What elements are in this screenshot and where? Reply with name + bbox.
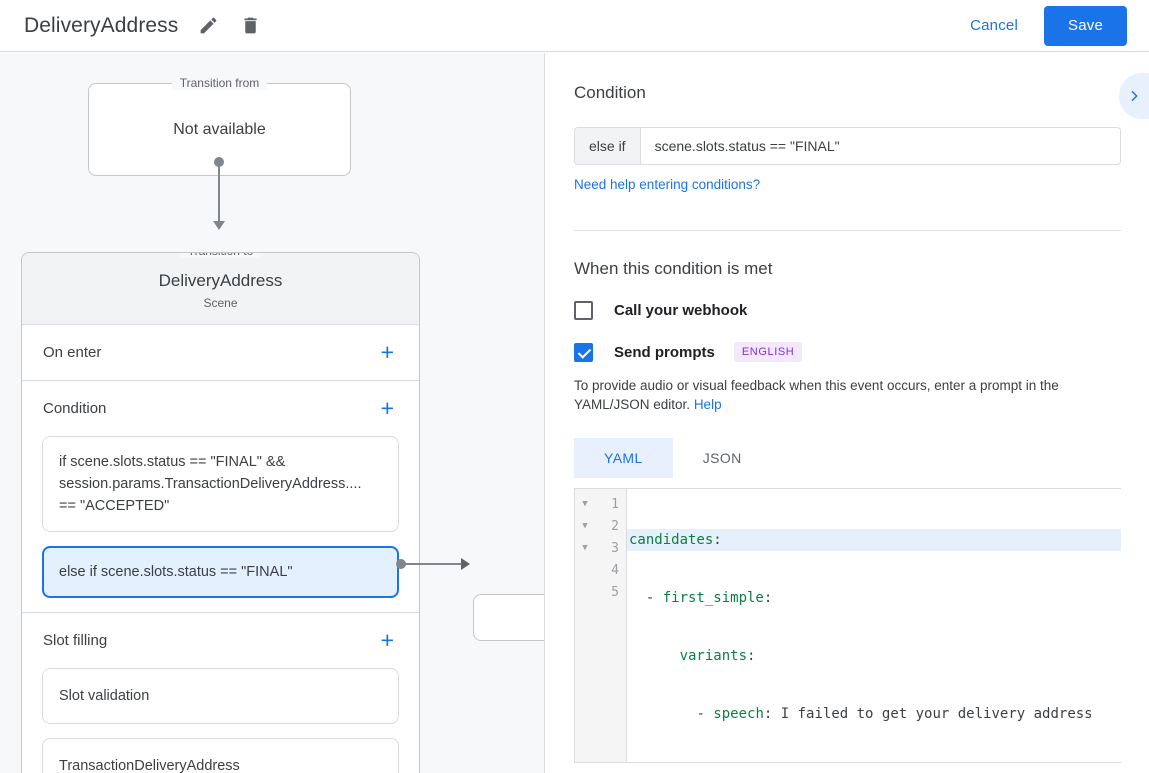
detail-panel: Condition else if Need help entering con… [546, 53, 1149, 773]
condition-card-selected[interactable]: else if scene.slots.status == "FINAL" [42, 546, 399, 598]
graph-panel: Transition from Not available Transition… [0, 53, 545, 773]
slot-card-transaction-delivery-address[interactable]: TransactionDeliveryAddress [42, 738, 399, 773]
condition-detail-section: Condition else if Need help entering con… [546, 53, 1149, 231]
save-button[interactable]: Save [1044, 5, 1127, 46]
section-condition: Condition + if scene.slots.status == "FI… [22, 381, 419, 613]
code-indent [629, 590, 646, 606]
call-webhook-label: Call your webhook [614, 302, 748, 319]
code-value: I failed to get your delivery address [772, 706, 1093, 722]
slot-validation-card[interactable]: Slot validation [42, 668, 399, 724]
section-divider [574, 230, 1121, 231]
code-line: candidates: [627, 529, 1121, 551]
add-condition-button[interactable]: + [380, 395, 394, 421]
trash-icon[interactable] [238, 14, 262, 38]
code-line [627, 761, 1121, 762]
fold-toggle-icon[interactable]: ▼ [582, 543, 588, 553]
send-prompts-checkbox[interactable] [574, 342, 593, 362]
editor-code-area[interactable]: candidates: - first_simple: variants: - … [627, 489, 1121, 762]
code-line: - speech: I failed to get your delivery … [627, 703, 1121, 725]
code-key: first_simple [662, 590, 764, 606]
section-on-enter: On enter + [22, 325, 419, 381]
line-number: 3 [611, 540, 619, 556]
condition-input-row[interactable]: else if [574, 127, 1121, 165]
condition-section-title: Condition [574, 83, 646, 102]
line-number: 5 [611, 584, 619, 600]
section-header-slot-filling: Slot filling + [22, 613, 419, 668]
editor-format-tabs: YAML JSON [574, 438, 1121, 478]
connector-arrow-down [213, 221, 225, 230]
fold-toggle-icon[interactable]: ▼ [582, 521, 588, 531]
transition-to-node[interactable]: Transition to DeliveryAddress Scene On e… [21, 252, 420, 773]
pencil-icon[interactable] [196, 14, 220, 38]
scene-name: DeliveryAddress [158, 271, 283, 290]
code-indent [629, 648, 680, 664]
gutter-line: ▼1 [575, 493, 626, 515]
editor-gutter: ▼1 ▼2 ▼3 4 5 [575, 489, 627, 762]
cancel-button[interactable]: Cancel [958, 9, 1030, 42]
gutter-line: ▼2 [575, 515, 626, 537]
code-key: variants [679, 648, 748, 664]
send-prompts-label: Send prompts [614, 343, 715, 361]
section-slot-filling: Slot filling + Slot validation Transacti… [22, 613, 419, 773]
section-title-on-enter: On enter [43, 344, 102, 361]
send-prompts-row[interactable]: Send prompts ENGLISH [574, 342, 1121, 362]
code-dash: - [645, 590, 663, 606]
target-node-stub[interactable] [473, 594, 544, 641]
section-title-slot-filling: Slot filling [43, 632, 108, 649]
scene-header: DeliveryAddress Scene [22, 253, 419, 325]
scene-subtitle: Scene [203, 296, 238, 310]
transition-to-legend: Transition to [179, 253, 262, 258]
code-key: candidates [629, 532, 714, 548]
app-header: DeliveryAddress Cancel Save [0, 0, 1149, 52]
section-header-condition: Condition + [22, 381, 419, 436]
page-title: DeliveryAddress [24, 13, 179, 37]
gutter-line: 5 [575, 581, 626, 603]
condition-card[interactable]: if scene.slots.status == "FINAL" && sess… [42, 436, 399, 532]
prompts-helper-sentence: To provide audio or visual feedback when… [574, 378, 1059, 412]
chevron-right-icon[interactable] [1119, 73, 1149, 119]
add-slot-filling-button[interactable]: + [380, 627, 394, 653]
condition-expression-input[interactable] [640, 128, 1120, 164]
line-number: 4 [611, 562, 619, 578]
prompts-help-link[interactable]: Help [693, 397, 722, 412]
gutter-line: ▼3 [575, 537, 626, 559]
connector-line-vertical [218, 162, 220, 224]
condition-edge-arrow [461, 558, 470, 570]
code-editor[interactable]: ▼1 ▼2 ▼3 4 5 candidates: - first_simple:… [574, 488, 1121, 763]
section-header-on-enter: On enter + [22, 325, 419, 380]
code-colon: : [763, 590, 773, 606]
transition-from-legend: Transition from [171, 76, 268, 90]
gutter-line: 4 [575, 559, 626, 581]
code-indent [629, 706, 696, 722]
code-line: - first_simple: [627, 587, 1121, 609]
add-on-enter-button[interactable]: + [380, 339, 394, 365]
language-badge: ENGLISH [733, 342, 803, 362]
code-key: speech [713, 706, 764, 722]
code-colon: : [713, 532, 722, 548]
when-met-title: When this condition is met [574, 259, 773, 278]
prompts-helper-text: To provide audio or visual feedback when… [574, 376, 1121, 414]
transition-from-value: Not available [173, 120, 266, 138]
tab-yaml[interactable]: YAML [574, 438, 673, 478]
tab-json[interactable]: JSON [702, 450, 742, 466]
condition-help-link[interactable]: Need help entering conditions? [574, 177, 761, 192]
line-number: 1 [611, 496, 619, 512]
line-number: 2 [611, 518, 619, 534]
call-webhook-checkbox[interactable] [574, 301, 593, 320]
code-line: variants: [627, 645, 1121, 667]
code-colon: : [747, 648, 756, 664]
fold-toggle-icon[interactable]: ▼ [582, 499, 588, 509]
code-colon: : [763, 706, 773, 722]
condition-prefix-label: else if [575, 128, 641, 164]
condition-edge-line [401, 563, 463, 565]
section-title-condition: Condition [43, 400, 107, 417]
when-condition-met-section: When this condition is met Call your web… [546, 231, 1149, 763]
webhook-row[interactable]: Call your webhook [574, 301, 1121, 320]
code-dash: - [696, 706, 714, 722]
